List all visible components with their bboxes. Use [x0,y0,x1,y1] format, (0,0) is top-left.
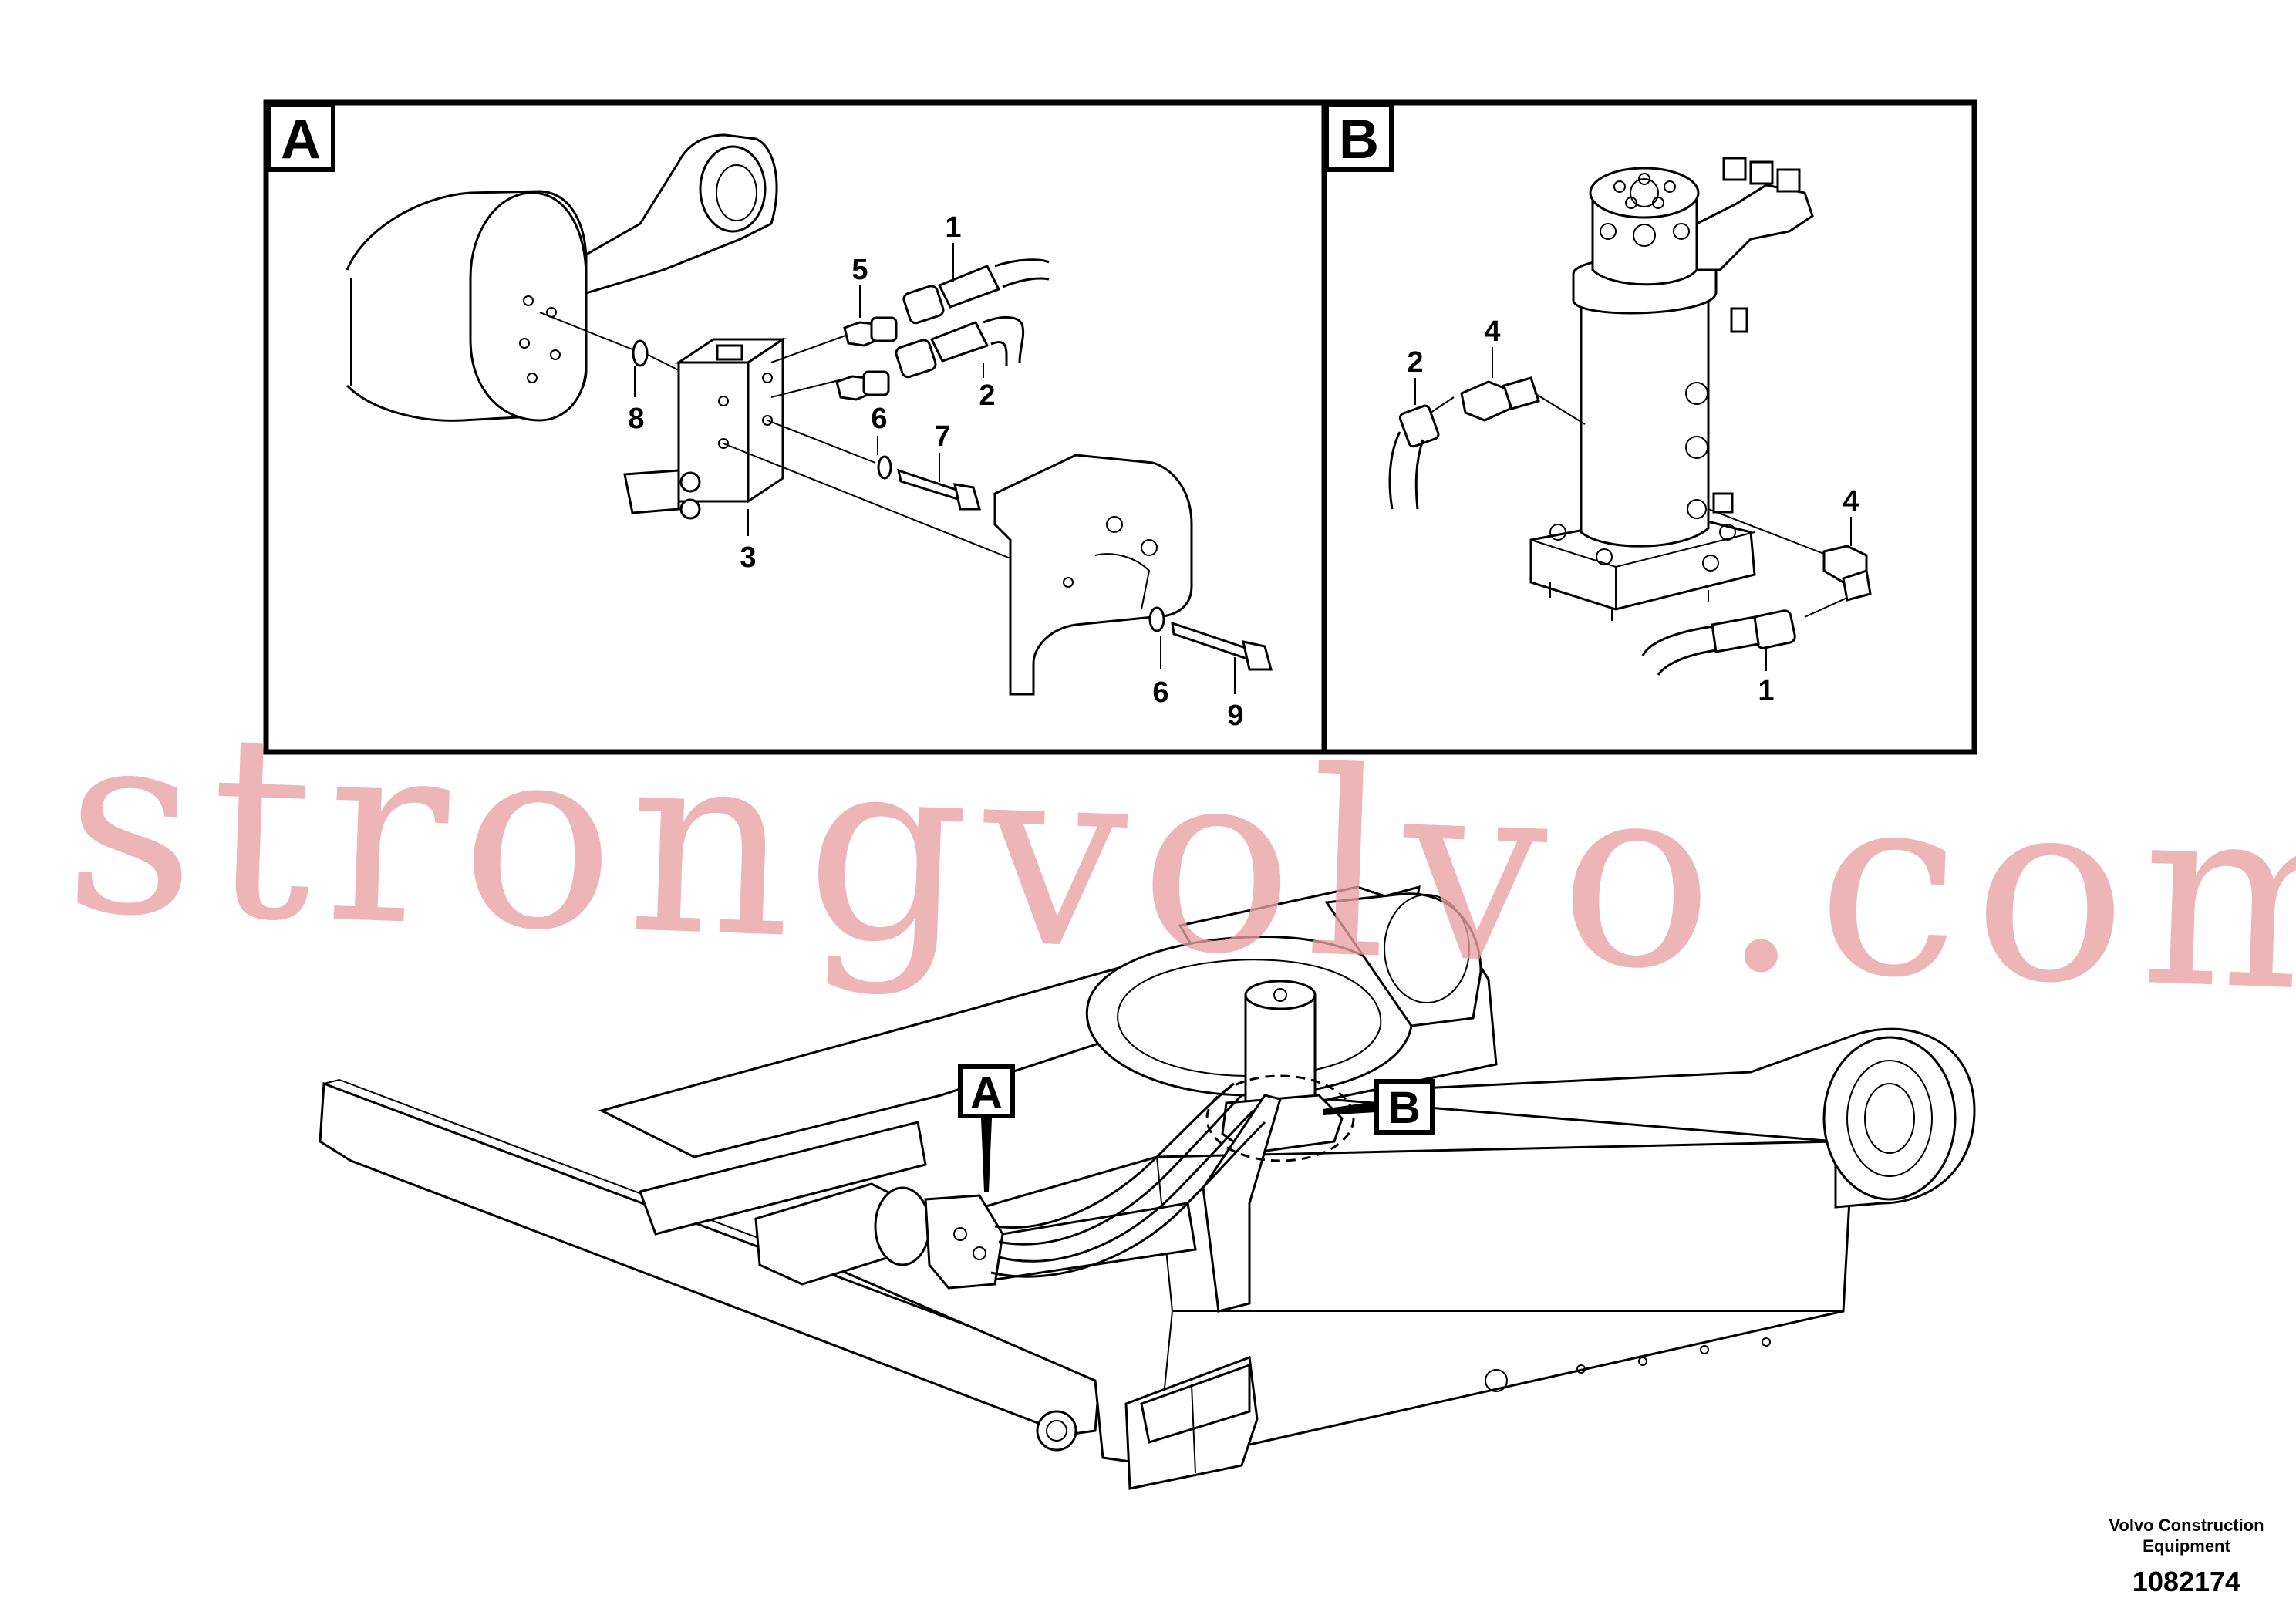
callout-a-5: 5 [851,254,868,286]
callout-a-6a: 6 [871,403,887,435]
valve-block [623,337,787,520]
panel-b-tag-box [1324,103,1394,172]
elbow-4-left [1460,376,1540,422]
callout-a-6b: 6 [1152,676,1168,709]
overview-tag-a-box [958,1064,1015,1118]
drawing-number: 1082174 [2132,1566,2240,1597]
bracket [993,454,1193,696]
callout-a-1: 1 [945,211,961,244]
callout-a-9: 9 [1227,700,1243,732]
panel-b: B [1321,99,1977,755]
panel-b-tag: B [1339,109,1379,170]
callout-b-1: 1 [1758,675,1774,707]
overview-valve-block [924,1194,1004,1290]
callout-a-7: 7 [934,420,950,453]
callout-b-2: 2 [1407,346,1423,379]
callout-a-8: 8 [628,403,644,435]
hose-1 [902,258,1050,325]
overview-tag-b-box [1374,1079,1435,1135]
washer-6 [877,455,892,480]
callout-b-4a: 4 [1484,315,1500,348]
elbow-4-right [1822,545,1872,602]
overview-tag-a: A [970,1068,1003,1118]
cylinder-drawing [346,133,778,422]
hose-b-2 [1388,396,1455,510]
footer: Volvo Construction Equipment 1082174 [2109,1516,2264,1597]
undercarriage-overview: A B [319,885,1976,1490]
panel-a-tag-box [266,103,335,172]
bolt-7 [896,468,981,511]
footer-company-line1: Volvo Construction [2109,1516,2264,1535]
swivel-joint [1529,157,1814,621]
panel-a-tag: A [281,109,321,170]
hose-2 [895,316,1025,379]
hose-b-1 [1641,609,1796,676]
callout-a-3: 3 [740,541,756,574]
callout-b-4b: 4 [1843,485,1859,518]
footer-company-line2: Equipment [2143,1536,2230,1556]
washer-6b [1148,606,1165,632]
bolt-9 [1171,621,1273,671]
panel-a: A [263,99,1327,755]
overview-tag-b: B [1388,1083,1421,1133]
adapter-5 [835,316,898,401]
o-ring-8 [632,339,649,367]
callout-a-2: 2 [979,379,995,412]
